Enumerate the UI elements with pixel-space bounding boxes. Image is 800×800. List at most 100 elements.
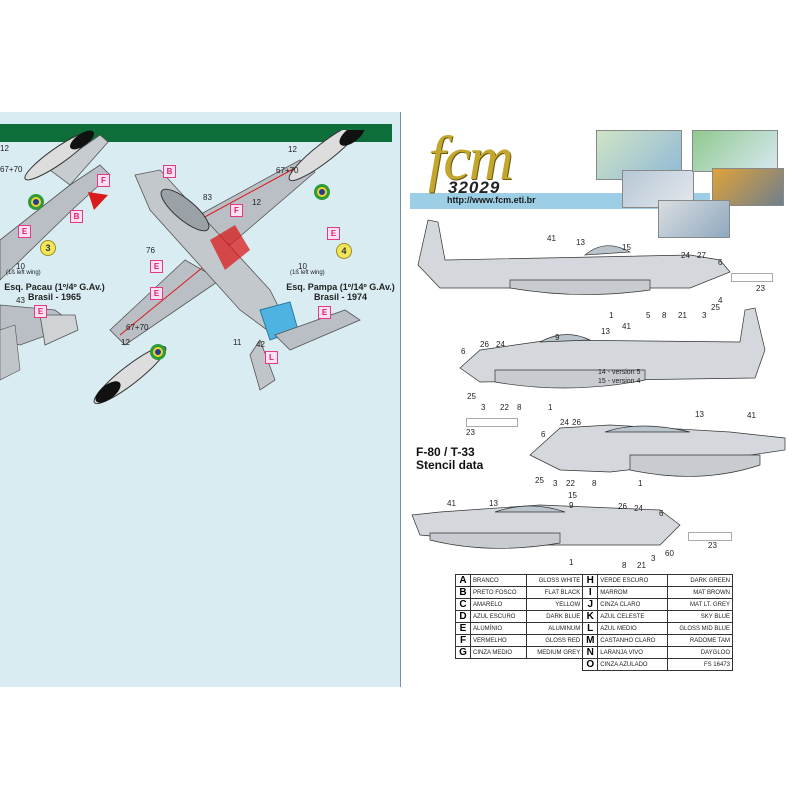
paint-tag: L <box>265 351 278 364</box>
color-name-pt: MARROM <box>597 586 669 599</box>
callout: 23 <box>466 428 475 437</box>
callout: 41 <box>547 234 556 243</box>
callout: 6 <box>718 258 723 267</box>
callout: 23 <box>708 541 717 550</box>
callout: 3 <box>553 479 558 488</box>
callout: 25 <box>535 476 544 485</box>
legend-row: F VERMELHO GLOSS RED M CASTANHO CLARO RA… <box>455 634 733 647</box>
color-name-pt: CINZA MEDIO <box>469 646 528 659</box>
callout: 26 <box>480 340 489 349</box>
legend-row: A BRANCO GLOSS WHITE H VERDE ESCURO DARK… <box>455 574 733 587</box>
callout: 67+70 <box>0 165 23 174</box>
color-legend-table: A BRANCO GLOSS WHITE H VERDE ESCURO DARK… <box>455 574 733 671</box>
color-code: E <box>455 622 471 635</box>
color-name-pt: LARANJA VIVO <box>597 646 669 659</box>
wing-note: (1ß left wing) <box>6 270 41 276</box>
callout: 42 <box>256 340 265 349</box>
color-name-en: DARK GREEN <box>667 574 733 587</box>
callout: 15 <box>568 491 577 500</box>
stencil-decal-box <box>688 532 732 541</box>
callout: 5 <box>646 311 651 320</box>
callout: 21 <box>637 561 646 570</box>
country-year: Brasil - 1974 <box>313 292 368 302</box>
product-number: 32029 <box>448 178 501 197</box>
color-name-pt: AMARELO <box>469 598 528 611</box>
stencil-title-line1: F-80 / T-33 <box>416 445 475 459</box>
color-code: G <box>455 646 471 659</box>
callout: 6 <box>461 347 466 356</box>
callout: 3 <box>702 311 707 320</box>
wing-note: (1ß left wing) <box>290 270 325 276</box>
callout: 23 <box>756 284 765 293</box>
paint-tag: F <box>230 204 243 217</box>
callout: 24 <box>560 418 569 427</box>
legend-row: O CINZA AZULADO FS 16473 <box>456 658 733 671</box>
color-name-pt: BRANCO <box>469 574 528 587</box>
color-name-en: GLOSS MID BLUE <box>667 622 733 635</box>
color-name-en: DAYGLOO <box>667 646 733 659</box>
color-name-en: FS 16473 <box>667 658 733 671</box>
website-url: http://www.fcm.eti.br <box>447 195 536 205</box>
callout: 24 <box>634 504 643 513</box>
color-name-en: MAT BROWN <box>667 586 733 599</box>
callout: 41 <box>622 322 631 331</box>
callout: 26 <box>572 418 581 427</box>
color-name-en: DARK BLUE <box>526 610 584 623</box>
callout: 6 <box>541 430 546 439</box>
logo-text: fcm <box>428 125 514 193</box>
stencil-decal-box <box>731 273 773 282</box>
color-code: I <box>582 586 599 599</box>
color-code: L <box>582 622 599 635</box>
callout: 8 <box>592 479 597 488</box>
color-name-pt: ALUMÍNIO <box>469 622 528 635</box>
paint-tag: B <box>163 165 176 178</box>
callout: 41 <box>447 499 456 508</box>
callout: 76 <box>146 246 155 255</box>
color-name-pt: CINZA AZULADO <box>597 658 669 671</box>
legend-row: E ALUMÍNIO ALUMINUM L AZUL MEDIO GLOSS M… <box>455 622 733 635</box>
callout: 8 <box>622 561 627 570</box>
callout: 67+70 <box>126 323 149 332</box>
stencil-title-line2: Stencil data <box>416 458 484 472</box>
color-name-en: SKY BLUE <box>667 610 733 623</box>
callout: 27 <box>697 251 706 260</box>
stencil-views-drawing <box>411 219 786 549</box>
color-code: N <box>582 646 599 659</box>
legend-row: G CINZA MEDIO MEDIUM GREY N LARANJA VIVO… <box>455 646 733 659</box>
callout: 9 <box>569 501 574 510</box>
color-code: M <box>582 634 599 647</box>
color-name-en: RADOME TAM <box>667 634 733 647</box>
callout: 12 <box>288 145 297 154</box>
legend-empty-cell <box>456 659 583 671</box>
callout: 1 <box>548 403 553 412</box>
callout: 12 <box>121 338 130 347</box>
callout: 21 <box>678 311 687 320</box>
color-code: H <box>582 574 599 587</box>
callout: 13 <box>695 410 704 419</box>
unit-name: Esq. Pampa (1º/14º G.Av.) <box>286 282 395 292</box>
callout: 24 <box>496 340 505 349</box>
callout: 1 <box>638 479 643 488</box>
callout: 6 <box>659 509 664 518</box>
callout: 22 <box>566 479 575 488</box>
stencil-decal-box <box>466 418 518 427</box>
color-code: C <box>455 598 471 611</box>
boxart-thumbnail <box>658 200 730 238</box>
paint-tag: F <box>97 174 110 187</box>
paint-tag: E <box>327 227 340 240</box>
callout: 67+70 <box>276 166 299 175</box>
color-name-en: YELLOW <box>526 598 584 611</box>
color-code: B <box>455 586 471 599</box>
callout: 25 <box>711 303 720 312</box>
unit-name: Esq. Pacau (1º/4º G.Av.) <box>4 282 105 292</box>
paint-tag: E <box>18 225 31 238</box>
callout: 9 <box>555 333 560 342</box>
color-name-pt: AZUL CELESTE <box>597 610 669 623</box>
scheme-3-unit: Esq. Pacau (1º/4º G.Av.) Brasil - 1965 <box>2 282 107 302</box>
callout: 8 <box>662 311 667 320</box>
callout: 10 <box>16 262 25 271</box>
color-name-pt: AZUL ESCURO <box>469 610 528 623</box>
color-name-pt: AZUL MEDIO <box>597 622 669 635</box>
legend-row: C AMARELO YELLOW J CINZA CLARO MAT LT. G… <box>455 598 733 611</box>
